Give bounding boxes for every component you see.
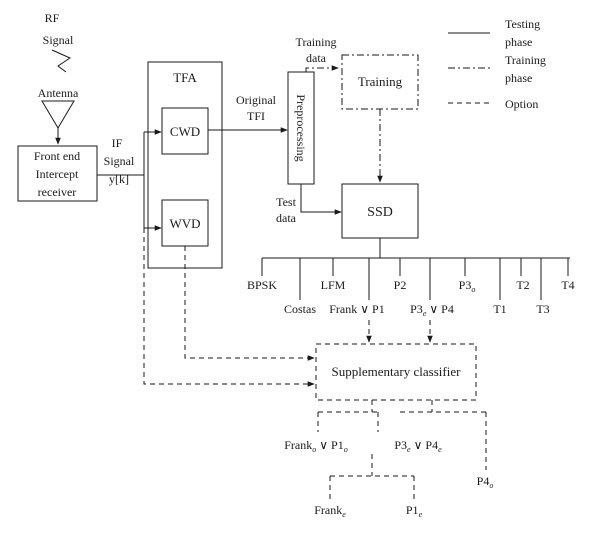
if-label-line2: Signal [104,154,135,168]
supplementary-classifier-label: Supplementary classifier [332,364,462,379]
class-lfm: LFM [321,278,346,292]
output-frank-o-or-p1-o: Franko ∨ P1o [284,438,347,455]
class-t2: T2 [516,278,529,292]
ssd-label: SSD [367,205,393,220]
tfa-title: TFA [173,70,197,85]
output-tree [317,400,487,500]
frontend-label-line1: Front end [34,149,80,163]
class-frank-or-p1: Frank ∨ P1 [329,302,384,316]
class-p3e-or-p4: P3e ∨ P4 [410,302,454,319]
training-data-label-line1: Training [296,35,337,49]
legend-testing-label: Testing phase [505,17,543,49]
class-drops [261,258,569,300]
output-frank-e: Franke [314,503,346,519]
frontend-label-line2: Intercept [36,167,79,181]
training-label: Training [358,74,403,89]
test-data-label-line2: data [276,211,297,225]
ssd-box [341,183,419,239]
preprocessing-to-training-arrow [305,65,339,72]
if-label-line3: y[k] [109,172,129,186]
class-t4: T4 [561,278,574,292]
rf-zigzag-icon [51,49,72,73]
class-p2: P2 [394,278,407,292]
rf-label-line2: Signal [43,33,74,47]
legend-training-label: Training phase [505,53,549,85]
preprocessing-label: Preprocessing [294,94,308,161]
frontend-receiver-box [17,145,98,202]
output-p1e: P1e [406,503,423,519]
wvd-to-supplementary-arrow [184,246,315,361]
preprocessing-to-ssd-arrow [300,184,342,215]
if-label-line1: IF [112,136,123,150]
legend-option-label: Option [505,97,538,111]
class-p3o: P3o [459,278,476,294]
wvd-label: WVD [169,216,200,231]
output-p3e-or-p4e: P3e ∨ P4e [394,438,442,455]
legend: Testing phase Training phase Option [448,17,549,111]
cwd-box [161,107,209,155]
wvd-box [161,199,209,247]
frontend-label-line3: receiver [38,185,77,199]
supplementary-classifier-box [315,343,477,401]
training-data-label-line2: data [306,51,327,65]
output-p4o: P4o [477,474,494,490]
preprocessing-box [287,71,315,185]
class-costas: Costas [284,302,316,316]
class-t3: T3 [536,302,549,316]
antenna-label: Antenna [38,86,79,100]
cwd-label: CWD [170,124,200,139]
rf-label-line1: RF [45,11,60,25]
original-tfi-label-line1: Original [236,93,277,107]
test-data-label-line1: Test [276,195,296,209]
if-to-supplementary-arrow [143,228,315,387]
antenna-icon [41,100,75,129]
class-t1: T1 [493,302,506,316]
class-bpsk: BPSK [247,278,277,292]
original-tfi-label-line2: TFI [247,109,265,123]
